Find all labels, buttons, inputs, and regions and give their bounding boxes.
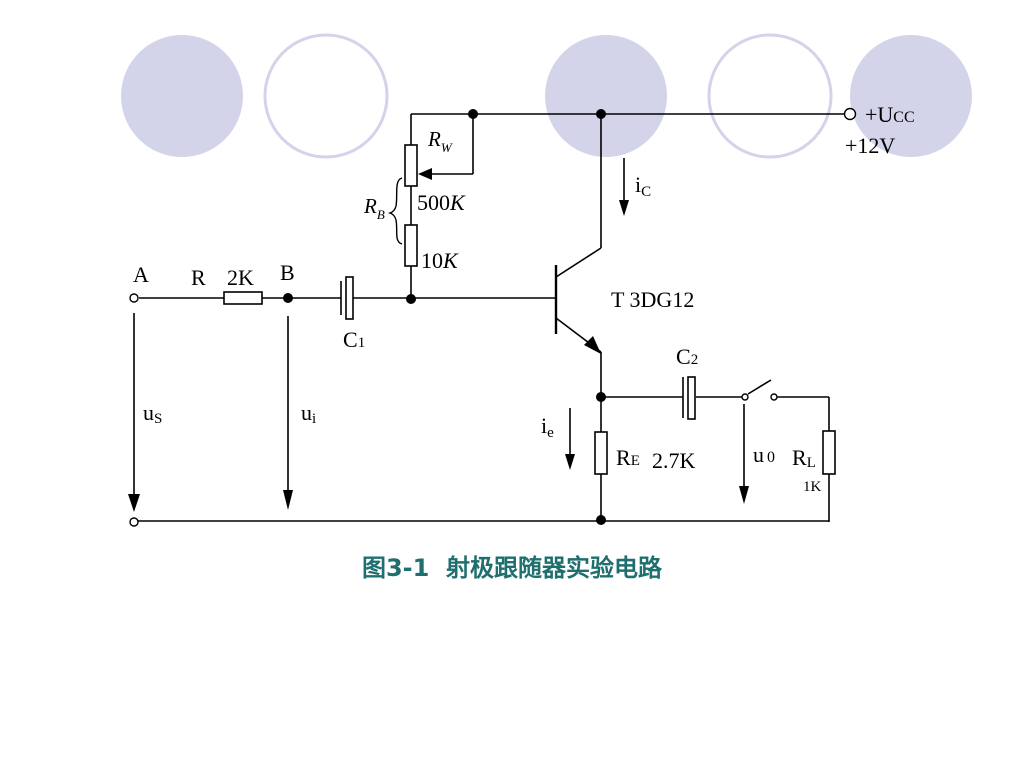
label-rl: RL — [792, 445, 816, 471]
wire-collector-diag — [555, 247, 602, 278]
rb-brace — [387, 177, 403, 245]
junction-dot — [596, 515, 606, 525]
junction-dot — [468, 109, 478, 119]
label-us: uS — [143, 400, 162, 427]
wire-switch-arm — [747, 379, 772, 395]
label-ic: iC — [635, 172, 651, 200]
label-r-value: 2K — [227, 265, 254, 290]
label-pot-value: 500K — [417, 190, 466, 215]
decorative-circles — [121, 33, 972, 159]
ie-arrow-head — [565, 454, 575, 470]
c2-plate-right — [687, 376, 696, 420]
decor-circle-2 — [263, 33, 389, 159]
components — [223, 144, 836, 475]
resistor-10k — [404, 224, 418, 267]
resistor-rl — [822, 430, 836, 475]
label-r: R — [191, 265, 206, 290]
wires — [138, 113, 844, 522]
junction-dot — [406, 294, 416, 304]
labels: +UCC +12V RW RB 500K 10K iC A R 2K B T 3… — [133, 102, 915, 495]
label-ie: ie — [541, 413, 554, 441]
wiper-arrow — [418, 168, 432, 180]
label-re-value: 2.7K — [652, 448, 696, 473]
label-supply-voltage: +12V — [845, 133, 895, 158]
ic-arrow-head — [619, 200, 629, 216]
label-rb: RB — [363, 194, 385, 222]
switch-contact-left — [741, 393, 749, 401]
label-rw: RW — [427, 127, 453, 155]
label-c2: C2 — [676, 344, 698, 369]
us-arrow-head — [128, 494, 140, 512]
resistor-r-2k — [223, 291, 263, 305]
label-supply: +UCC — [865, 102, 915, 127]
label-node-a: A — [133, 262, 149, 287]
capacitors — [340, 276, 696, 420]
c1-plate-right — [345, 276, 354, 320]
label-re: RE — [616, 445, 640, 470]
junction-dot — [283, 293, 293, 303]
decor-circle-5 — [850, 35, 972, 157]
decor-circle-4 — [707, 33, 833, 159]
terminal-ucc — [843, 107, 857, 121]
ui-arrow-head — [283, 490, 293, 510]
junctions — [283, 109, 606, 525]
label-node-b: B — [280, 260, 295, 285]
junction-dot — [596, 392, 606, 402]
label-r10k-value: 10K — [421, 248, 459, 273]
terminal-a — [129, 293, 139, 303]
emitter-arrow — [584, 336, 601, 354]
switch-contact-right — [770, 393, 778, 401]
potentiometer-rw — [404, 144, 418, 187]
caption-spacer — [429, 554, 446, 582]
caption-title: 射极跟随器实验电路 — [446, 554, 663, 582]
junction-dot — [596, 109, 606, 119]
figure-caption: 图3-1 射极跟随器实验电路 — [0, 548, 1024, 583]
label-ui: ui — [301, 400, 316, 427]
uo-arrow-head — [739, 486, 749, 504]
label-rl-value: 1K — [803, 479, 822, 495]
terminals — [129, 107, 857, 527]
decor-circle-1 — [121, 35, 243, 157]
arrows — [418, 168, 601, 354]
terminal-ground — [129, 517, 139, 527]
indicators — [128, 158, 749, 512]
caption-prefix: 图 — [361, 554, 386, 582]
decor-circle-3 — [545, 35, 667, 157]
label-c1: C1 — [343, 327, 365, 352]
caption-number: 3-1 — [385, 554, 430, 582]
label-transistor: T 3DG12 — [611, 287, 694, 312]
resistor-re — [594, 431, 608, 475]
